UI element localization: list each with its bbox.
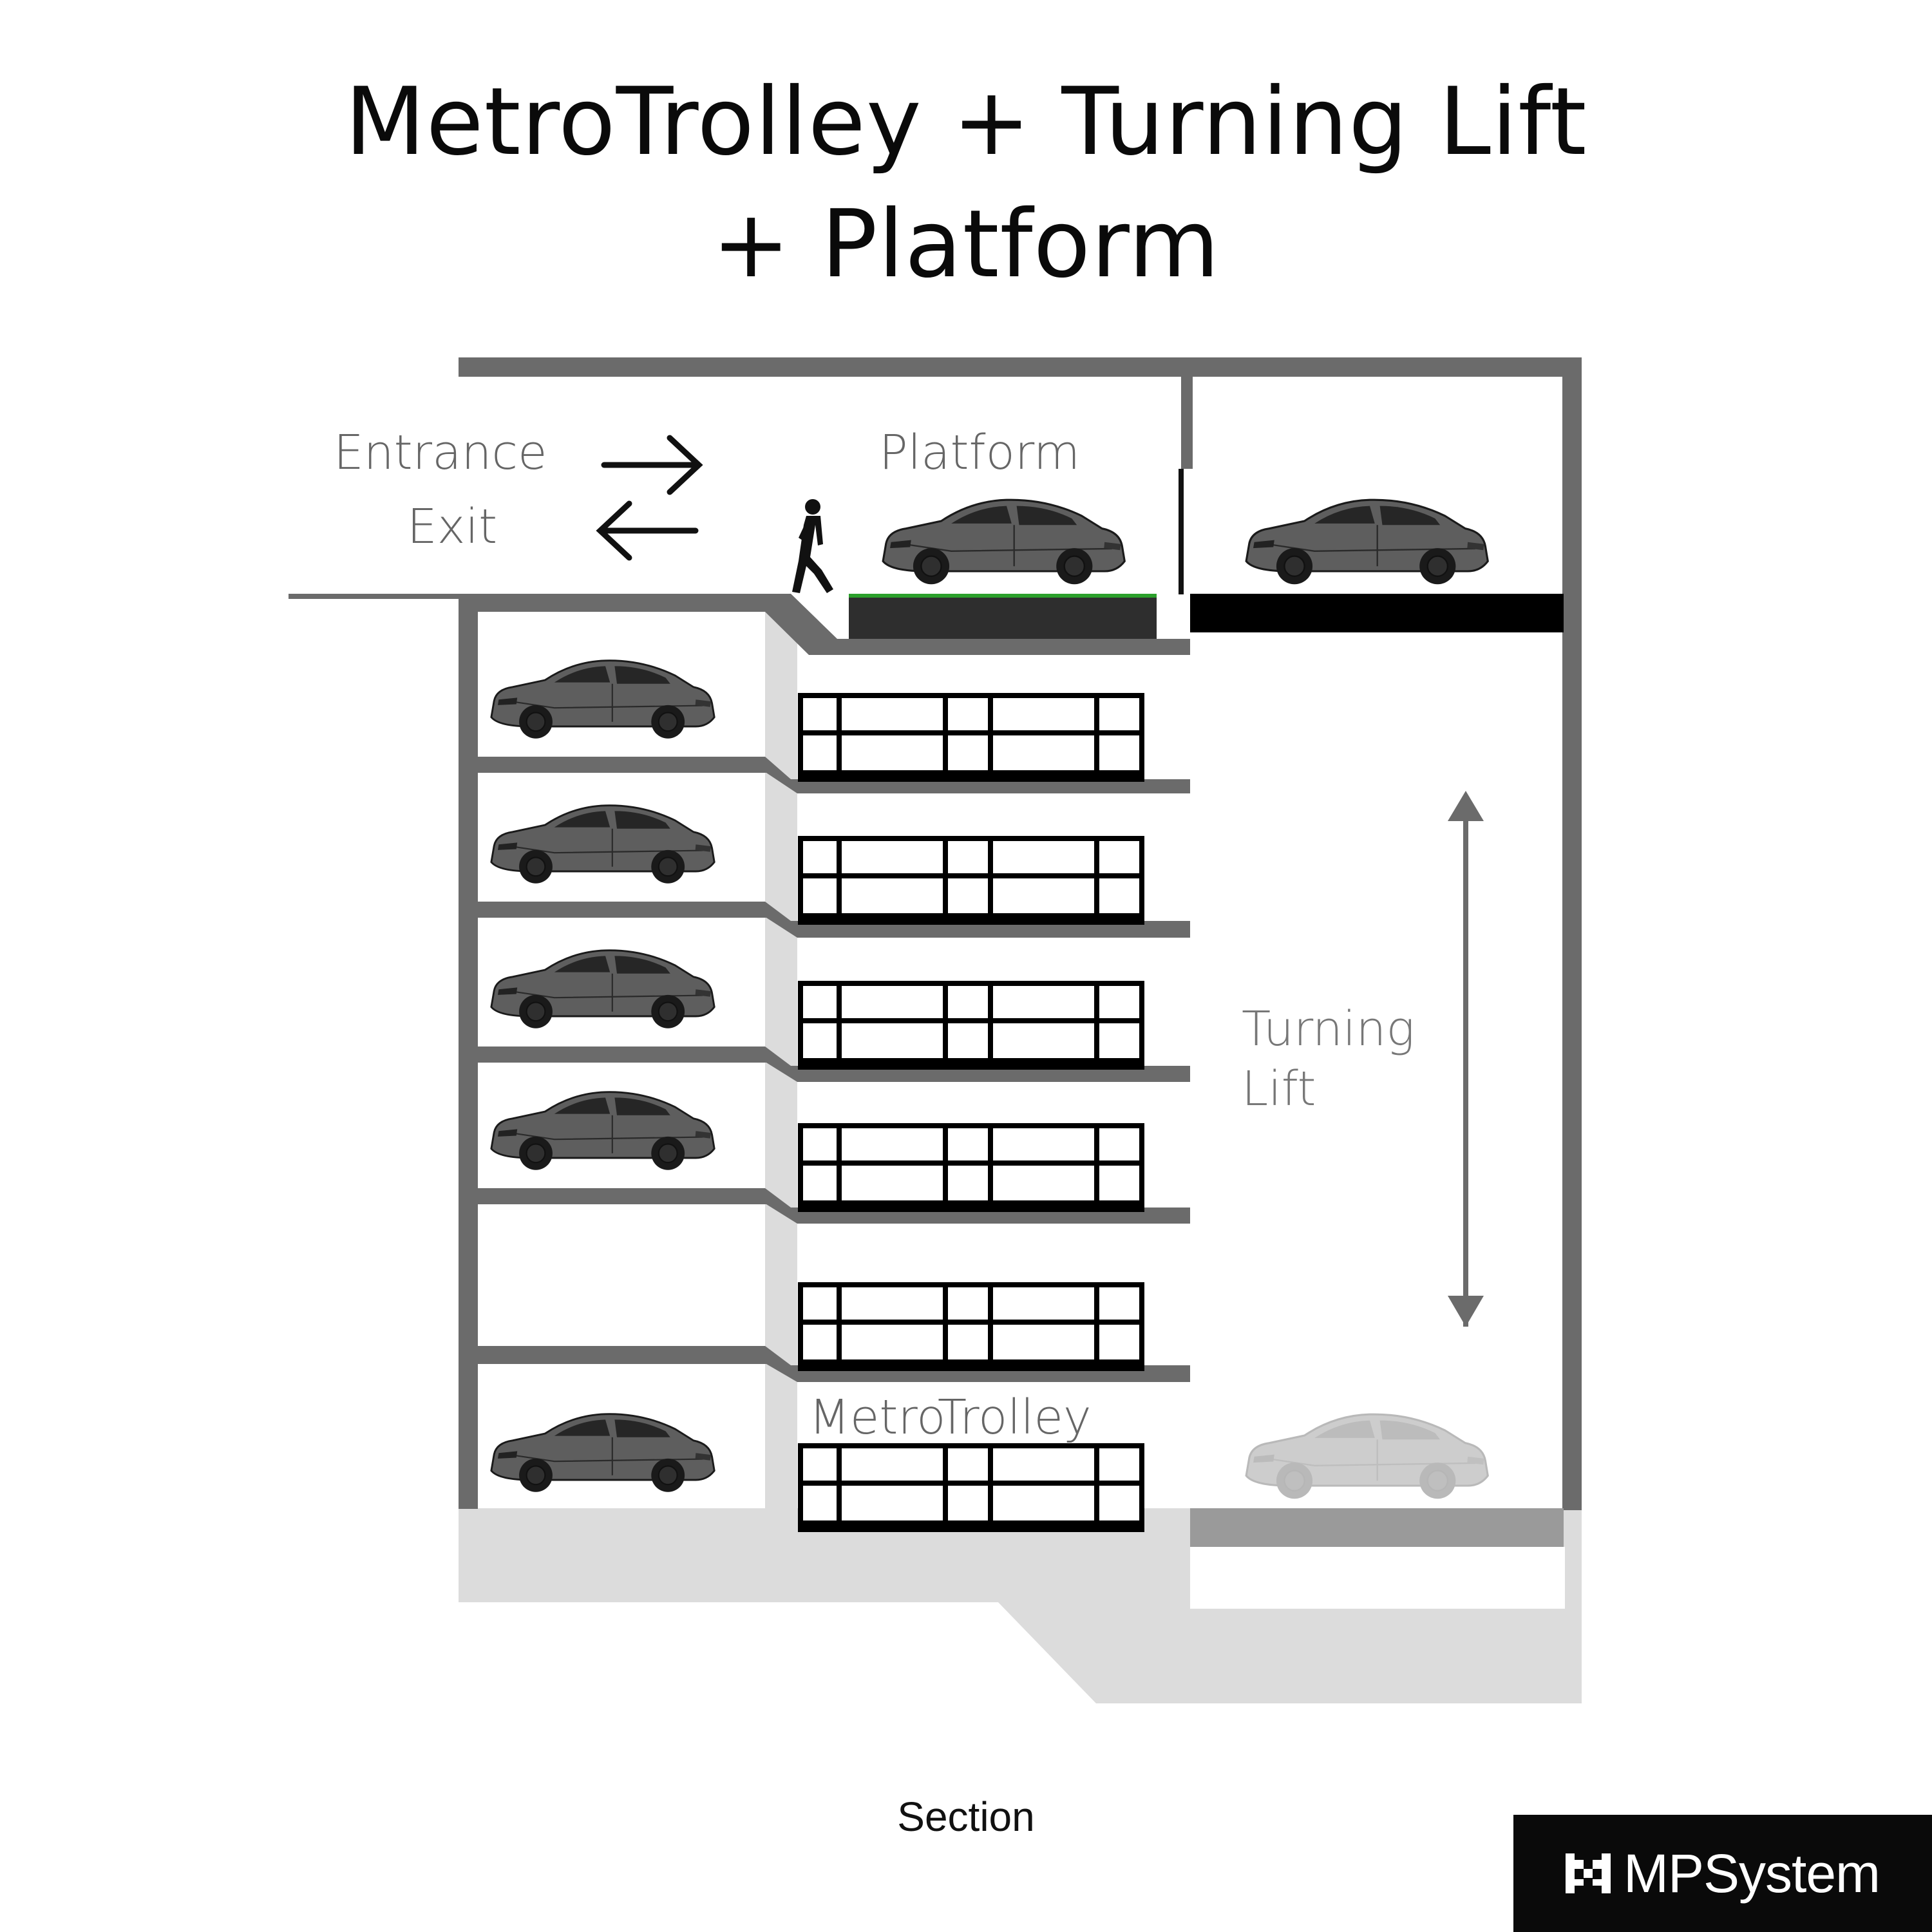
title-line-1: MetroTrolley + Turning Lift xyxy=(345,68,1587,176)
platform-label: Platform xyxy=(879,425,1081,480)
trolley-icon xyxy=(798,838,1144,925)
turning-lift-label-2: Lift xyxy=(1242,1061,1316,1117)
car-icon xyxy=(1245,498,1489,585)
double-arrow-vertical-icon xyxy=(1448,791,1484,1327)
metrotrolley-label: MetroTrolley xyxy=(809,1390,1092,1445)
car-icon xyxy=(882,498,1126,585)
car-icon xyxy=(490,1091,715,1171)
arrow-left-icon xyxy=(596,500,699,561)
brand-name: MPSystem xyxy=(1623,1842,1880,1904)
exit-label: Exit xyxy=(407,499,498,554)
pedestrian-icon xyxy=(792,499,833,593)
section-caption: Section xyxy=(897,1794,1035,1840)
car-icon xyxy=(1245,1413,1489,1500)
entrance-label: Entrance xyxy=(334,425,547,480)
arrow-right-icon xyxy=(601,435,703,495)
mpsystem-logo-icon xyxy=(1565,1853,1611,1893)
car-icon xyxy=(490,804,715,885)
turning-lift-label-1: Turning xyxy=(1242,1001,1415,1057)
title-line-2: + Platform xyxy=(712,190,1220,299)
trolley-icon xyxy=(798,1446,1144,1532)
car-icon xyxy=(490,1413,715,1493)
car-icon xyxy=(490,659,715,740)
trolley-icon xyxy=(798,1285,1144,1371)
trolley-icon xyxy=(798,1126,1144,1212)
brand-badge: MPSystem xyxy=(1513,1815,1932,1932)
trolley-icon xyxy=(798,983,1144,1070)
car-icon xyxy=(490,949,715,1030)
trolley-icon xyxy=(798,696,1144,782)
